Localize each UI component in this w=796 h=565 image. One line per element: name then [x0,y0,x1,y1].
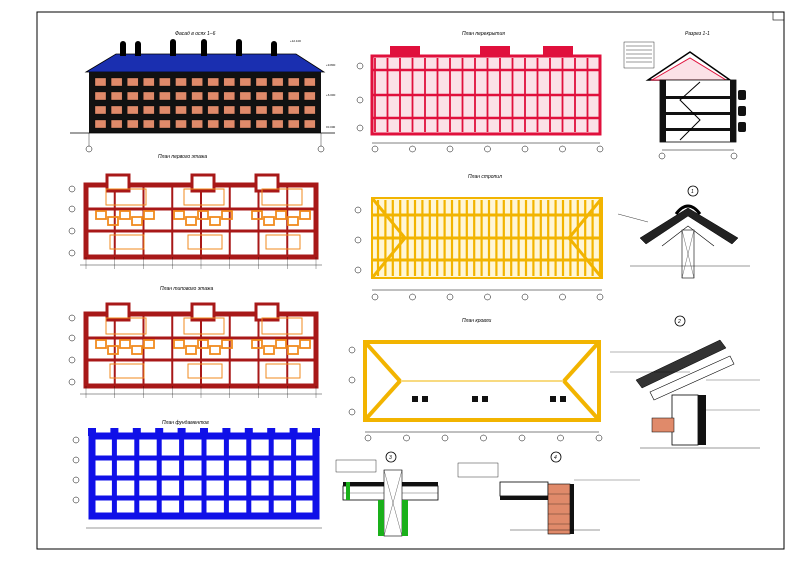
rafters-axis-markers [354,206,604,301]
ridge-node-detail: 1 [617,185,750,279]
sheet-corner-stamp [772,11,785,21]
typical-floor-walls [68,302,322,398]
sheet-frame [36,11,785,550]
node4-label: 4 [554,455,557,461]
facade-wall [89,72,321,133]
ground-floor-walls [68,173,322,269]
node1-label: 1 [691,189,694,195]
slab-axis-markers [356,62,604,153]
roof-axis-markers [348,346,603,442]
foundation-plan: План фундаментов [72,420,322,529]
facade-title: Фасад в осях 1–6 [175,31,216,37]
rafters-plan-title: План стропил [468,174,502,180]
node-4-detail: 4 [457,451,640,535]
svg-text:+12.100: +12.100 [290,39,301,43]
foundation-walls [72,428,322,529]
ground-floor-plan-title: План первого этажа [158,154,207,160]
svg-text:+9.800: +9.800 [326,63,336,67]
roof-plan-title: План кровли [462,318,492,324]
section-1-1: Разрез 1-1 [623,31,746,160]
ground-floor-plan: План первого этажа [68,154,322,269]
facade-drawing: Фасад в осях 1–6 +12.100 +9.800 +6.000 ±… [70,31,336,153]
typical-floor-plan: План типового этажа [68,286,322,398]
floor-slab-plan: План перекрытия [356,31,604,153]
svg-text:+6.000: +6.000 [326,93,336,97]
facade-roof [84,53,326,73]
rafters-plan: План стропил [354,174,604,301]
section-title: Разрез 1-1 [685,31,710,37]
node-3-detail: 3 [335,451,439,537]
slab-panels [372,58,601,132]
roof-plan: План кровли [348,318,603,442]
floor-slab-plan-title: План перекрытия [462,31,505,37]
node3-label: 3 [389,455,392,461]
typical-floor-plan-title: План типового этажа [160,286,213,292]
svg-text:±0.000: ±0.000 [326,125,335,129]
roof-vent-pipes [412,396,566,402]
foundation-plan-title: План фундаментов [162,420,209,426]
node2-label: 2 [677,319,681,325]
eaves-node-detail: 2 [610,315,760,449]
facade-axis-markers [85,133,325,153]
facade-windows [94,77,316,129]
rafter-members [370,197,604,279]
facade-chimneys [120,39,277,56]
